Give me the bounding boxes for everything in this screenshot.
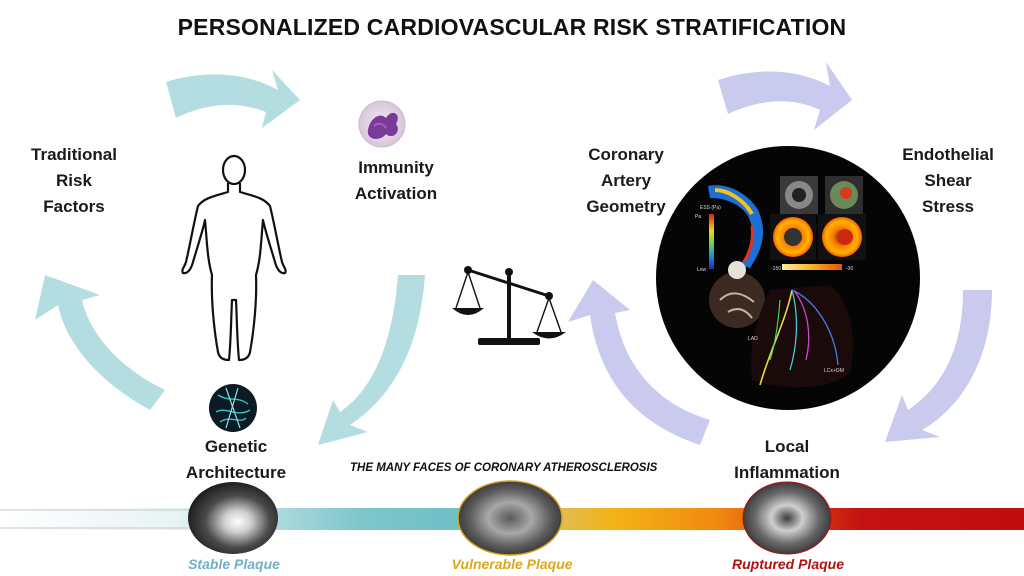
arrow-right-right-cycle — [885, 290, 992, 442]
ess-scale-unit: Pa — [695, 214, 701, 220]
label-line: Stress — [922, 197, 974, 216]
label-line: Activation — [354, 184, 438, 203]
label-line: Local — [764, 437, 810, 456]
arrow-top-right-cycle — [718, 62, 852, 130]
ess-artery-image — [708, 185, 764, 268]
label-line: Endothelial — [902, 145, 994, 164]
imaging-panel: ESS (Pa) Pa Low -150 -30 LAD LCx+OM — [656, 146, 920, 410]
ess-scale-low: Low — [697, 267, 707, 273]
label-line: Architecture — [185, 463, 287, 482]
h-scale-right: -30 — [846, 266, 853, 272]
label-immunity-activation: Immunity Activation — [336, 155, 456, 207]
stable-plaque-image — [188, 482, 278, 554]
vulnerable-plaque-label: Vulnerable Plaque — [451, 556, 573, 572]
label-endothelial-shear-stress: Endothelial Shear Stress — [880, 142, 1016, 220]
dna-network-icon — [209, 384, 257, 432]
stable-plaque-label: Stable Plaque — [188, 556, 280, 572]
label-line: Factors — [43, 197, 105, 216]
lad-label: LAD — [748, 336, 758, 342]
plaque-images — [188, 480, 832, 556]
right-cycle-arrows — [568, 62, 992, 445]
human-body-icon — [181, 154, 287, 362]
ess-color-scale — [709, 214, 714, 269]
vulnerable-plaque-image — [457, 480, 563, 556]
h-scale-left: -150 — [771, 266, 781, 272]
label-coronary-artery-geometry: Coronary Artery Geometry — [566, 142, 686, 220]
page-title: PERSONALIZED CARDIOVASCULAR RISK STRATIF… — [177, 14, 847, 40]
label-genetic-architecture: Genetic Architecture — [166, 434, 306, 486]
ruptured-plaque-label: Ruptured Plaque — [731, 556, 844, 572]
label-line: Geometry — [586, 197, 666, 216]
lcx-label: LCx+OM — [824, 368, 844, 374]
label-line: Coronary — [588, 145, 664, 164]
balance-scale-icon — [452, 266, 566, 345]
arrow-right-left-cycle — [318, 275, 425, 445]
label-line: Genetic — [204, 437, 268, 456]
subtitle-many-faces: THE MANY FACES OF CORONARY ATHEROSCLEROS… — [350, 462, 658, 474]
label-line: Inflammation — [734, 463, 840, 482]
ruptured-plaque-image — [742, 481, 832, 555]
label-line: Risk — [56, 171, 92, 190]
label-line: Traditional — [31, 145, 117, 164]
label-line: Shear — [924, 171, 972, 190]
label-line: Artery — [600, 171, 652, 190]
label-traditional-risk-factors: Traditional Risk Factors — [14, 142, 134, 220]
label-local-inflammation: Local Inflammation — [712, 434, 862, 486]
left-cycle-arrows — [35, 70, 425, 445]
lad-vessel — [759, 289, 793, 386]
arrow-left-right-cycle — [568, 280, 710, 445]
arrow-top-left-cycle — [166, 70, 300, 128]
ess-scale-title: ESS (Pa) — [700, 205, 721, 211]
arrow-left-left-cycle — [35, 275, 165, 410]
neutrophil-cell-icon — [358, 100, 406, 148]
label-line: Immunity — [358, 158, 434, 177]
